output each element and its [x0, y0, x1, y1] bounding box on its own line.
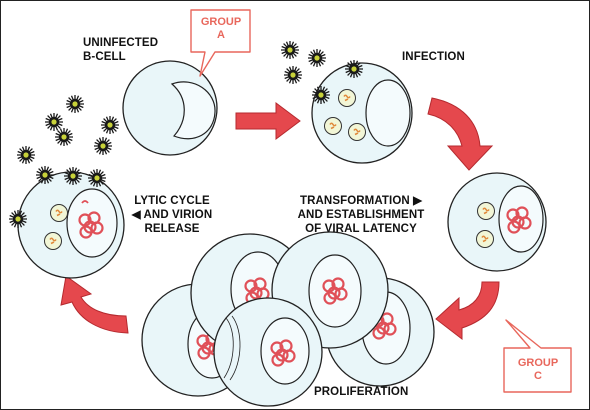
lytic-label: LYTIC CYCLE ◀ AND VIRION RELEASE	[124, 194, 220, 236]
group-a-line1: GROUP	[200, 16, 242, 28]
lytic-label-line1: LYTIC CYCLE	[134, 195, 210, 207]
transformation-label: TRANSFORMATION ▶ AND ESTABLISHMENT OF VI…	[286, 194, 436, 236]
group-c-callout	[503, 319, 572, 393]
latency-cell	[447, 172, 547, 272]
lytic-cell	[17, 171, 125, 279]
arrow-uninfected-to-infection	[235, 102, 301, 140]
infection-cell	[311, 62, 413, 164]
transformation-label-line1: TRANSFORMATION ▶	[299, 195, 423, 207]
group-a-text: GROUP A	[193, 16, 249, 42]
transformation-label-line3: OF VIRAL LATENCY	[305, 223, 417, 235]
group-a-callout	[190, 9, 251, 77]
uninfected-b-cell	[122, 60, 218, 156]
proliferating-cell	[213, 297, 323, 407]
proliferation-label: PROLIFERATION	[314, 386, 409, 398]
uninfected-label-line2: B-CELL	[83, 51, 126, 63]
transformation-label-line2: AND ESTABLISHMENT	[297, 209, 425, 221]
infection-label: INFECTION	[402, 51, 465, 63]
lytic-label-line3: RELEASE	[144, 223, 200, 235]
uninfected-label-line1: UNINFECTED	[83, 37, 159, 49]
group-c-line2: C	[534, 370, 542, 382]
arrow-infection-to-transformation	[427, 97, 494, 171]
group-a-line2: A	[217, 29, 225, 41]
arrow-transformation-to-proliferation	[435, 281, 500, 341]
lytic-label-line2: ◀ AND VIRION	[131, 209, 213, 221]
group-c-line1: GROUP	[517, 357, 559, 369]
proliferation-cells	[141, 231, 435, 407]
arrow-proliferation-to-lytic	[60, 275, 129, 334]
group-c-text: GROUP C	[506, 357, 570, 383]
uninfected-label: UNINFECTED B-CELL	[83, 36, 158, 64]
